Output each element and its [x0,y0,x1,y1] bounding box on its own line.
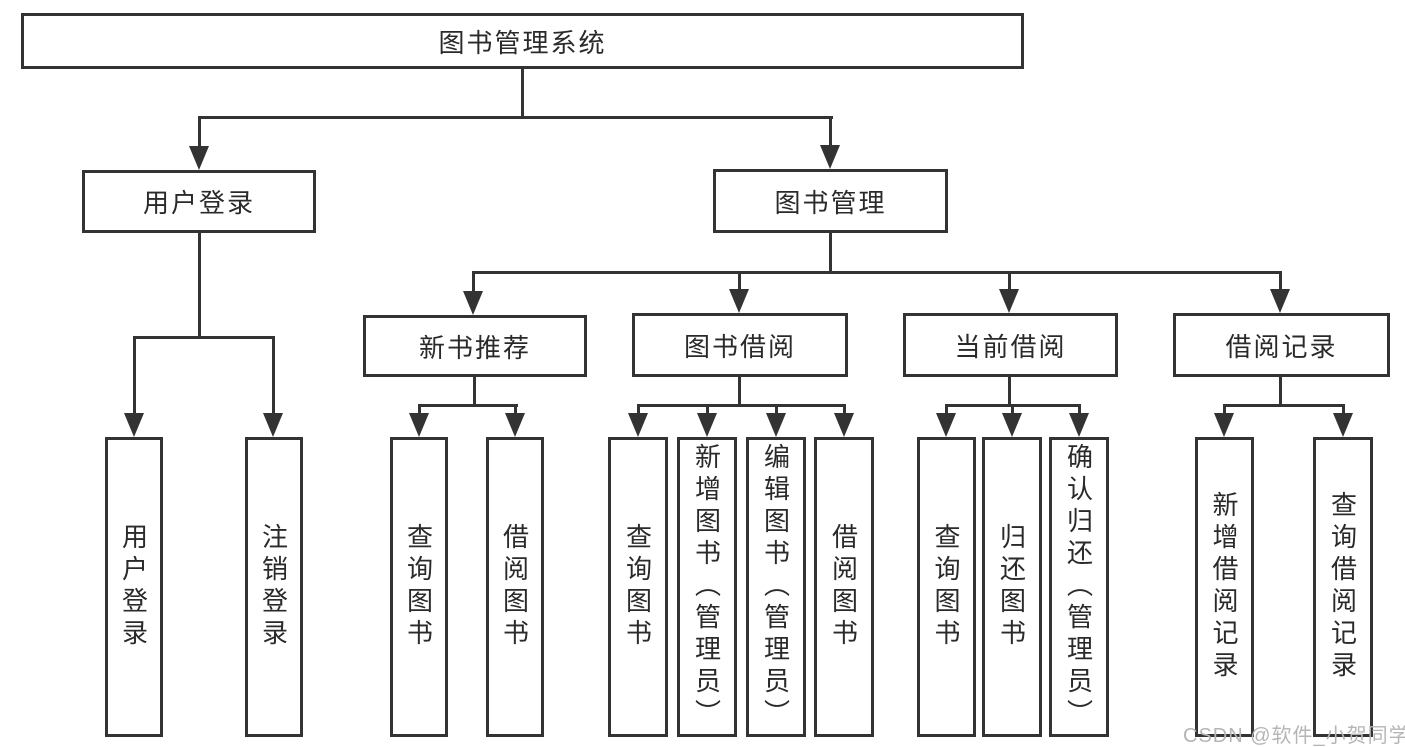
connector-drop-confirm-return-admin [1078,404,1081,416]
connector-user-login-bar [133,336,275,339]
arrowhead-book-borrow [729,289,749,313]
arrowhead-add-book-admin [697,413,717,437]
node-book-borrow: 图书借阅 [632,313,848,377]
connector-drop-new-book-recommend [472,271,475,295]
connector-drop-current-borrow [1008,271,1011,293]
node-root: 图书管理系统 [21,13,1024,69]
node-book-management: 图书管理 [713,169,948,233]
arrowhead-edit-book-admin [766,413,786,437]
connector-new-book-trunk [473,377,476,407]
connector-drop-borrow-books-recommend [514,404,517,416]
leaf-query-borrow-record: 查询借阅记录 [1313,437,1373,737]
arrowhead-confirm-return-admin [1069,413,1089,437]
leaf-borrow-books-recommend: 借阅图书 [486,437,544,737]
connector-drop-user-login [198,116,201,152]
connector-drop-query-books-current [945,404,948,416]
connector-drop-user-login-action [133,336,136,416]
leaf-query-books-recommend: 查询图书 [390,437,448,737]
leaf-edit-book-admin: 编辑图书（管理员） [746,437,806,737]
connector-drop-add-book-admin [706,404,709,416]
arrowhead-query-books-current [936,413,956,437]
arrowhead-query-borrow-record [1333,413,1353,437]
leaf-borrow-books-borrow: 借阅图书 [814,437,874,737]
connector-drop-return-books [1011,404,1014,416]
connector-drop-edit-book-admin [775,404,778,416]
arrowhead-query-books-recommend [409,413,429,437]
node-new-book-recommend: 新书推荐 [363,315,587,377]
arrowhead-add-borrow-record [1214,413,1234,437]
node-borrow-record: 借阅记录 [1173,313,1390,377]
arrowhead-query-books-borrow [628,413,648,437]
connector-drop-book-management [829,116,832,151]
arrowhead-return-books [1002,413,1022,437]
arrowhead-user-login-action [124,413,144,437]
connector-book-management-trunk [829,233,832,274]
connector-new-book-bar [418,404,518,407]
connector-drop-query-books-borrow [637,404,640,416]
node-user-login: 用户登录 [82,170,316,233]
connector-drop-book-borrow [738,271,741,293]
connector-book-borrow-bar [637,404,846,407]
leaf-return-books: 归还图书 [982,437,1042,737]
connector-drop-borrow-record [1279,271,1282,293]
connector-drop-borrow-books-borrow [843,404,846,416]
connector-drop-add-borrow-record [1223,404,1226,416]
connector-current-borrow-trunk [1008,377,1011,407]
leaf-query-books-borrow: 查询图书 [608,437,668,737]
arrowhead-logout-action [263,413,283,437]
connector-root-trunk [521,69,524,119]
csdn-watermark: CSDN @软件_小贺同学 [1183,725,1405,747]
leaf-add-borrow-record: 新增借阅记录 [1195,437,1254,737]
leaf-user-login-action: 用户登录 [105,437,163,737]
connector-borrow-record-trunk [1279,377,1282,407]
node-current-borrow: 当前借阅 [903,313,1118,377]
connector-user-login-trunk [198,233,201,339]
connector-root-bar [198,116,833,119]
arrowhead-book-management [820,145,840,169]
connector-drop-logout-action [272,336,275,416]
connector-drop-query-borrow-record [1342,404,1345,416]
connector-borrow-record-bar [1223,404,1345,407]
arrowhead-borrow-books-recommend [505,413,525,437]
connector-drop-query-books-recommend [418,404,421,416]
arrowhead-user-login [189,146,209,170]
connector-book-borrow-trunk [738,377,741,407]
leaf-logout-action: 注销登录 [245,437,303,737]
arrowhead-borrow-record [1270,289,1290,313]
leaf-confirm-return-admin: 确认归还（管理员） [1049,437,1109,737]
arrowhead-borrow-books-borrow [834,413,854,437]
arrowhead-current-borrow [999,289,1019,313]
connector-book-management-bar [472,271,1282,274]
leaf-query-books-current: 查询图书 [917,437,976,737]
arrowhead-new-book-recommend [463,291,483,315]
leaf-add-book-admin: 新增图书（管理员） [677,437,737,737]
